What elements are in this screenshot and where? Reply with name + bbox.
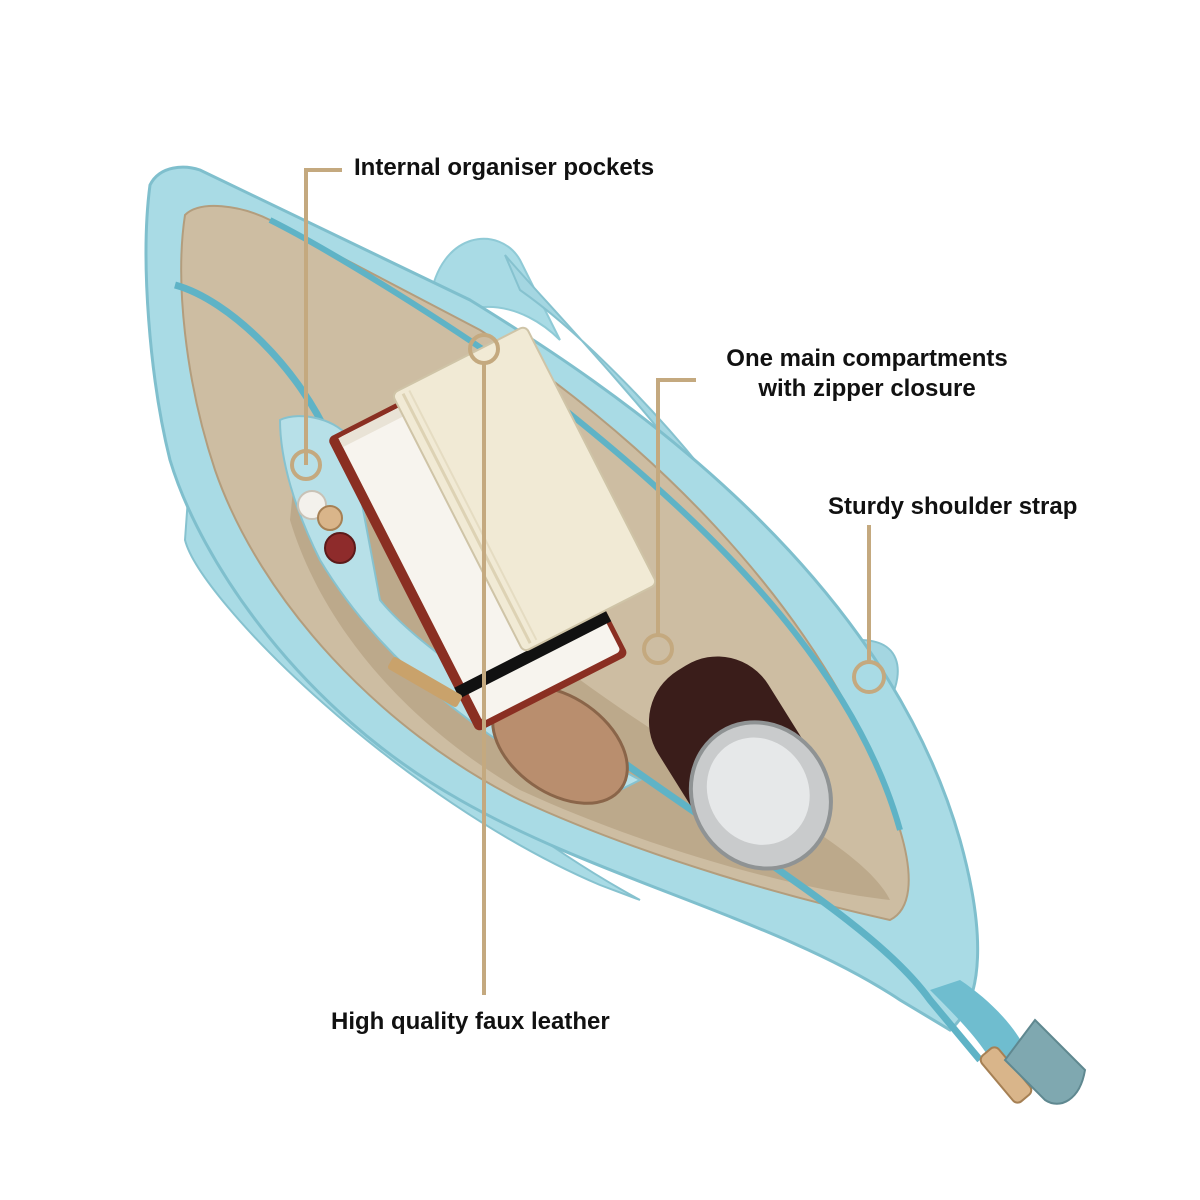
- zipper-track-upper: [268, 217, 903, 831]
- feature-label-strap: Sturdy shoulder strap: [828, 493, 1078, 520]
- water-bottle: [648, 656, 833, 871]
- zipper-tab: [1003, 1018, 1087, 1105]
- pen-cap-red: [324, 532, 356, 564]
- pen-cap-gold: [317, 505, 343, 531]
- callout-ring-pockets: [290, 449, 322, 481]
- callout-ring-compartment: [642, 633, 674, 665]
- feature-label-pockets: Internal organiser pockets: [354, 154, 655, 181]
- callout-ring-leather: [468, 333, 500, 365]
- callout-line-compartment: [656, 378, 696, 635]
- callout-lines: [290, 168, 886, 995]
- feature-label-compartment: One main compartments with zipper closur…: [690, 344, 1044, 404]
- callout-line-pockets: [304, 168, 342, 465]
- feature-label-compartment-line2: with zipper closure: [758, 375, 976, 402]
- feature-label-compartment-line1: One main compartments: [726, 345, 1008, 372]
- zipper-tail: [930, 980, 1030, 1080]
- callout-ring-strap: [852, 660, 886, 694]
- notebook-cream: [392, 326, 657, 652]
- brand-plate: [387, 657, 463, 707]
- feature-label-leather: High quality faux leather: [331, 1008, 610, 1035]
